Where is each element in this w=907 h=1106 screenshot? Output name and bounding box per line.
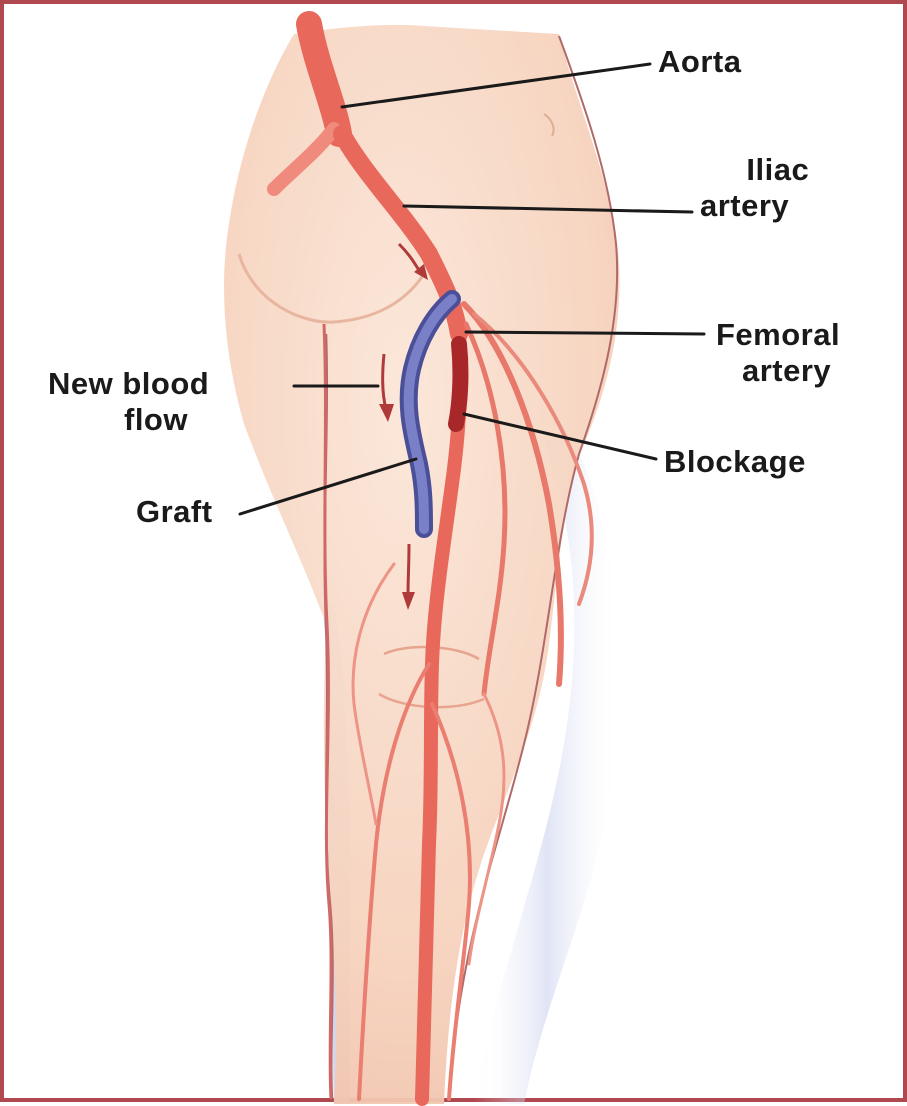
- aorta-label: Aorta: [658, 44, 741, 80]
- iliac-artery-label: Iliac artery: [700, 152, 789, 224]
- iliac-label-line2: artery: [700, 188, 789, 224]
- iliac-label-line1: Iliac: [720, 152, 809, 188]
- femoral-label-line2: artery: [742, 353, 866, 389]
- new-blood-flow-label: New blood flow: [48, 366, 209, 438]
- blockage: [456, 344, 460, 424]
- femoral-artery-label: Femoral artery: [716, 317, 840, 389]
- blockage-label: Blockage: [664, 444, 806, 480]
- graft-label: Graft: [136, 494, 213, 530]
- femoral-leader: [466, 332, 704, 334]
- new-flow-label-line2: flow: [124, 402, 285, 438]
- femoral-label-line1: Femoral: [716, 317, 840, 353]
- new-flow-label-line1: New blood: [48, 366, 209, 402]
